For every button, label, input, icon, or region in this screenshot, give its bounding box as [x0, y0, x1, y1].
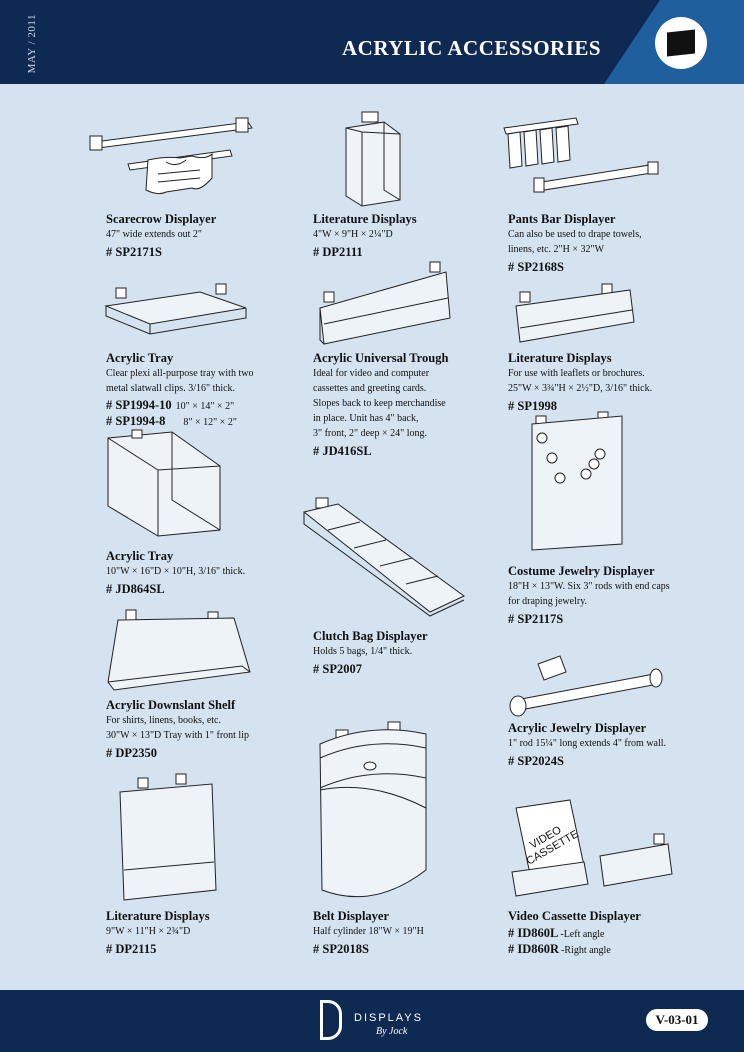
product-title: Scarecrow Displayer — [106, 212, 217, 226]
product-code: # JD416SL — [313, 444, 372, 458]
product-desc-line: Holds 5 bags, 1/4" thick. — [313, 646, 413, 657]
product-desc-line: Half cylinder 18"W × 19"H — [313, 926, 424, 937]
product-title: Belt Displayer — [313, 909, 390, 923]
downslant-shelf-illustration — [107, 609, 251, 691]
jewelry-displayer-illustration — [509, 655, 663, 717]
displays-p-logo-icon — [320, 1000, 342, 1040]
page-footer — [0, 990, 744, 1052]
product-code: # SP2007 — [313, 662, 362, 676]
product-scarecrow-displayer: Scarecrow Displayer 47" wide extends out… — [106, 211, 296, 261]
product-code: # SP2171S — [106, 245, 162, 259]
product-desc-line: 3" front, 2" deep × 24" long. — [313, 428, 427, 439]
product-desc-line: 1" rod 15¼" long extends 4" from wall. — [508, 738, 667, 749]
brand-name: DISPLAYS — [354, 1012, 423, 1024]
universal-trough-illustration — [319, 261, 451, 345]
product-acrylic-tray-sp1994: Acrylic Tray Clear plexi all-purpose tra… — [106, 350, 306, 430]
brand-tagline: By Jock — [376, 1026, 408, 1037]
product-title: Acrylic Tray — [106, 549, 174, 563]
product-desc-line: Slopes back to keep merchandise — [313, 398, 446, 409]
product-acrylic-jewelry-displayer: Acrylic Jewelry Displayer 1" rod 15¼" lo… — [508, 720, 718, 770]
product-desc-line: For use with leaflets or brochures. — [508, 368, 645, 379]
product-title: Video Cassette Displayer — [508, 909, 641, 923]
product-title: Pants Bar Displayer — [508, 212, 616, 226]
costume-jewelry-displayer-illustration — [531, 411, 623, 551]
product-desc-line: 25"W × 3¾"H × 2½"D, 3/16" thick. — [508, 383, 653, 394]
slatwall-logo-icon — [655, 17, 707, 69]
product-literature-displays-sp1998: Literature Displays For use with leaflet… — [508, 350, 708, 415]
product-desc-line: 30"W × 13"D Tray with 1" front lip — [106, 730, 249, 741]
product-desc-line: Ideal for video and computer — [313, 368, 430, 379]
product-desc-line: for draping jewelry. — [508, 596, 588, 607]
product-desc-line: cassettes and greeting cards. — [313, 383, 427, 394]
scarecrow-displayer-illustration — [89, 117, 253, 195]
product-desc-line: linens, etc. 2"H × 32"W — [508, 244, 605, 255]
page-title: ACRYLIC ACCESSORIES — [342, 36, 602, 60]
product-costume-jewelry-displayer: Costume Jewelry Displayer 18"H × 13"W. S… — [508, 563, 718, 628]
product-desc-line: metal slatwall clips. 3/16" thick. — [106, 383, 236, 394]
video-cassette-displayer-illustration: VIDEO CASSETTE — [511, 799, 673, 897]
product-code: # DP2111 — [313, 245, 363, 259]
product-title: Acrylic Jewelry Displayer — [508, 721, 647, 735]
product-title: Literature Displays — [106, 909, 210, 923]
belt-displayer-illustration — [319, 721, 427, 898]
product-code: # SP2024S — [508, 754, 564, 768]
product-desc-line: 9"W × 11"H × 2¾"D — [106, 926, 191, 937]
product-desc-line: 10"W × 16"D × 10"H, 3/16" thick. — [106, 566, 246, 577]
product-title: Acrylic Universal Trough — [313, 351, 449, 365]
product-literature-displays-dp2111: Literature Displays 4"W × 9"H × 2¼"D # D… — [313, 211, 493, 261]
product-code: # SP2018S — [313, 942, 369, 956]
product-pants-bar-displayer: Pants Bar Displayer Can also be used to … — [508, 211, 708, 276]
product-code: # ID860R-Right angle — [508, 942, 611, 956]
product-title: Acrylic Downslant Shelf — [106, 698, 236, 712]
product-code: # ID860L-Left angle — [508, 926, 605, 940]
product-desc-line: Can also be used to drape towels, — [508, 229, 642, 240]
product-desc-line: 47" wide extends out 2" — [106, 229, 202, 240]
product-title: Acrylic Tray — [106, 351, 174, 365]
product-code: # DP2350 — [106, 746, 158, 760]
product-desc-line: 18"H × 13"W. Six 3" rods with end caps — [508, 581, 670, 592]
product-acrylic-tray-jd864sl: Acrylic Tray 10"W × 16"D × 10"H, 3/16" t… — [106, 548, 306, 598]
product-desc-line: 4"W × 9"H × 2¼"D — [313, 229, 393, 240]
product-downslant-shelf: Acrylic Downslant Shelf For shirts, line… — [106, 697, 306, 762]
product-title: Costume Jewelry Displayer — [508, 564, 655, 578]
product-belt-displayer: Belt Displayer Half cylinder 18"W × 19"H… — [313, 908, 493, 958]
displays-brand-logo: DISPLAYS By Jock — [320, 1000, 430, 1044]
literature-display-small-illustration — [345, 111, 401, 207]
product-universal-trough: Acrylic Universal Trough Ideal for video… — [313, 350, 493, 460]
product-code: # SP2117S — [508, 612, 564, 626]
product-clutch-bag-displayer: Clutch Bag Displayer Holds 5 bags, 1/4" … — [313, 628, 493, 678]
literature-display-tall-illustration — [119, 773, 217, 901]
product-video-cassette-displayer: Video Cassette Displayer # ID860L-Left a… — [508, 908, 718, 958]
product-desc-line: For shirts, linens, books, etc. — [106, 715, 221, 726]
product-title: Literature Displays — [313, 212, 417, 226]
product-literature-displays-dp2115: Literature Displays 9"W × 11"H × 2¾"D # … — [106, 908, 296, 958]
product-code: # DP2115 — [106, 942, 157, 956]
product-code: # JD864SL — [106, 582, 165, 596]
page-number-badge: V-03-01 — [646, 1009, 708, 1031]
issue-date: MAY / 2011 — [26, 14, 38, 74]
acrylic-tray-bin-illustration — [107, 429, 221, 537]
product-desc-line: Clear plexi all-purpose tray with two — [106, 368, 254, 379]
product-code: # SP1998 — [508, 399, 557, 413]
product-code: # SP2168S — [508, 260, 564, 274]
product-title: Literature Displays — [508, 351, 612, 365]
literature-display-wide-illustration — [515, 283, 635, 343]
product-desc-line: in place. Unit has 4" back, — [313, 413, 419, 424]
clutch-bag-displayer-illustration — [302, 497, 465, 617]
acrylic-tray-illustration — [104, 283, 247, 335]
product-title: Clutch Bag Displayer — [313, 629, 428, 643]
pants-bar-displayer-illustration — [503, 117, 659, 193]
